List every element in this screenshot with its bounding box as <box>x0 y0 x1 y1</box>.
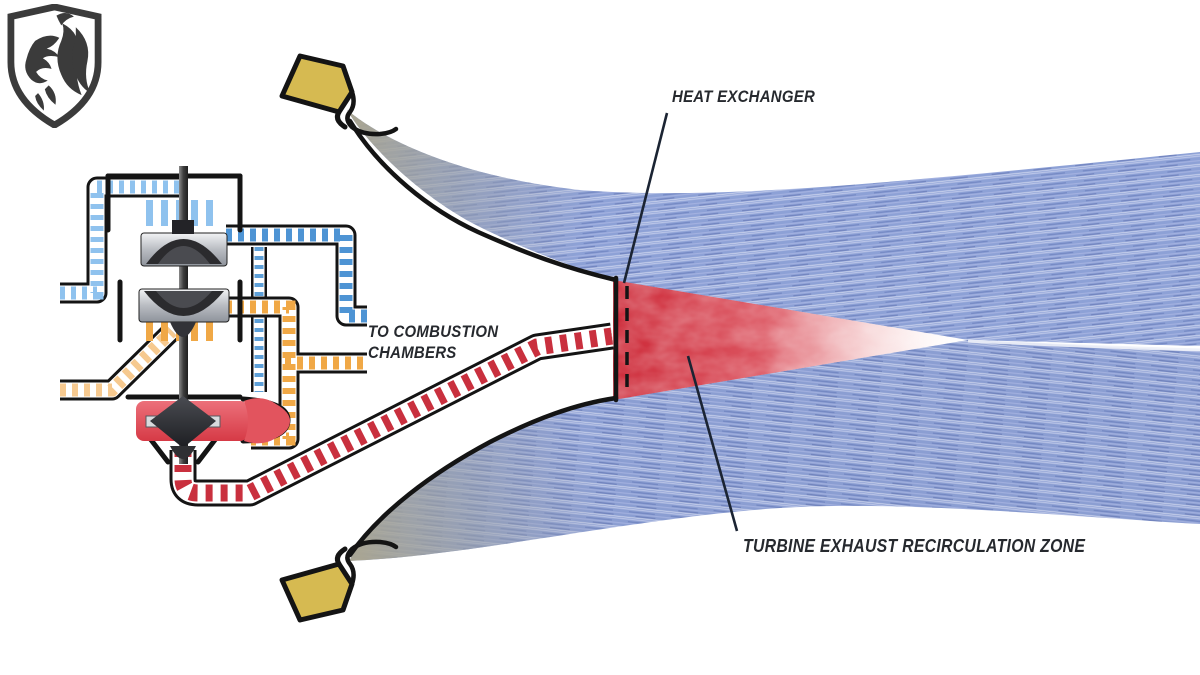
plume-center-seam <box>967 339 1200 352</box>
lion-shield-logo <box>7 4 102 128</box>
label-to-combustion-chambers: TO COMBUSTION CHAMBERS <box>368 321 498 363</box>
fuel-pump-impeller <box>140 220 228 267</box>
label-turbine-exhaust-recirculation-zone: TURBINE EXHAUST RECIRCULATION ZONE <box>743 536 1086 556</box>
oxidizer-pump-impeller <box>138 288 230 337</box>
spike-contours <box>347 118 619 558</box>
combustion-chamber-bottom <box>279 539 399 623</box>
turbopump-schematic <box>60 166 612 493</box>
turbine <box>136 396 290 459</box>
label-to-combustion-chambers-line2: CHAMBERS <box>368 343 457 362</box>
exhaust-plume-lower <box>349 340 1200 561</box>
label-heat-exchanger: HEAT EXCHANGER <box>672 87 816 106</box>
leader-line-heat-exchanger <box>622 112 669 284</box>
turbine-wheel <box>150 396 216 448</box>
label-to-combustion-chambers-line1: TO COMBUSTION <box>368 322 499 341</box>
leader-line-recirculation-zone <box>686 355 739 532</box>
combustion-chamber-top <box>279 53 399 137</box>
recirculation-zone-red <box>613 280 968 400</box>
exhaust-plume-upper <box>347 110 1200 346</box>
